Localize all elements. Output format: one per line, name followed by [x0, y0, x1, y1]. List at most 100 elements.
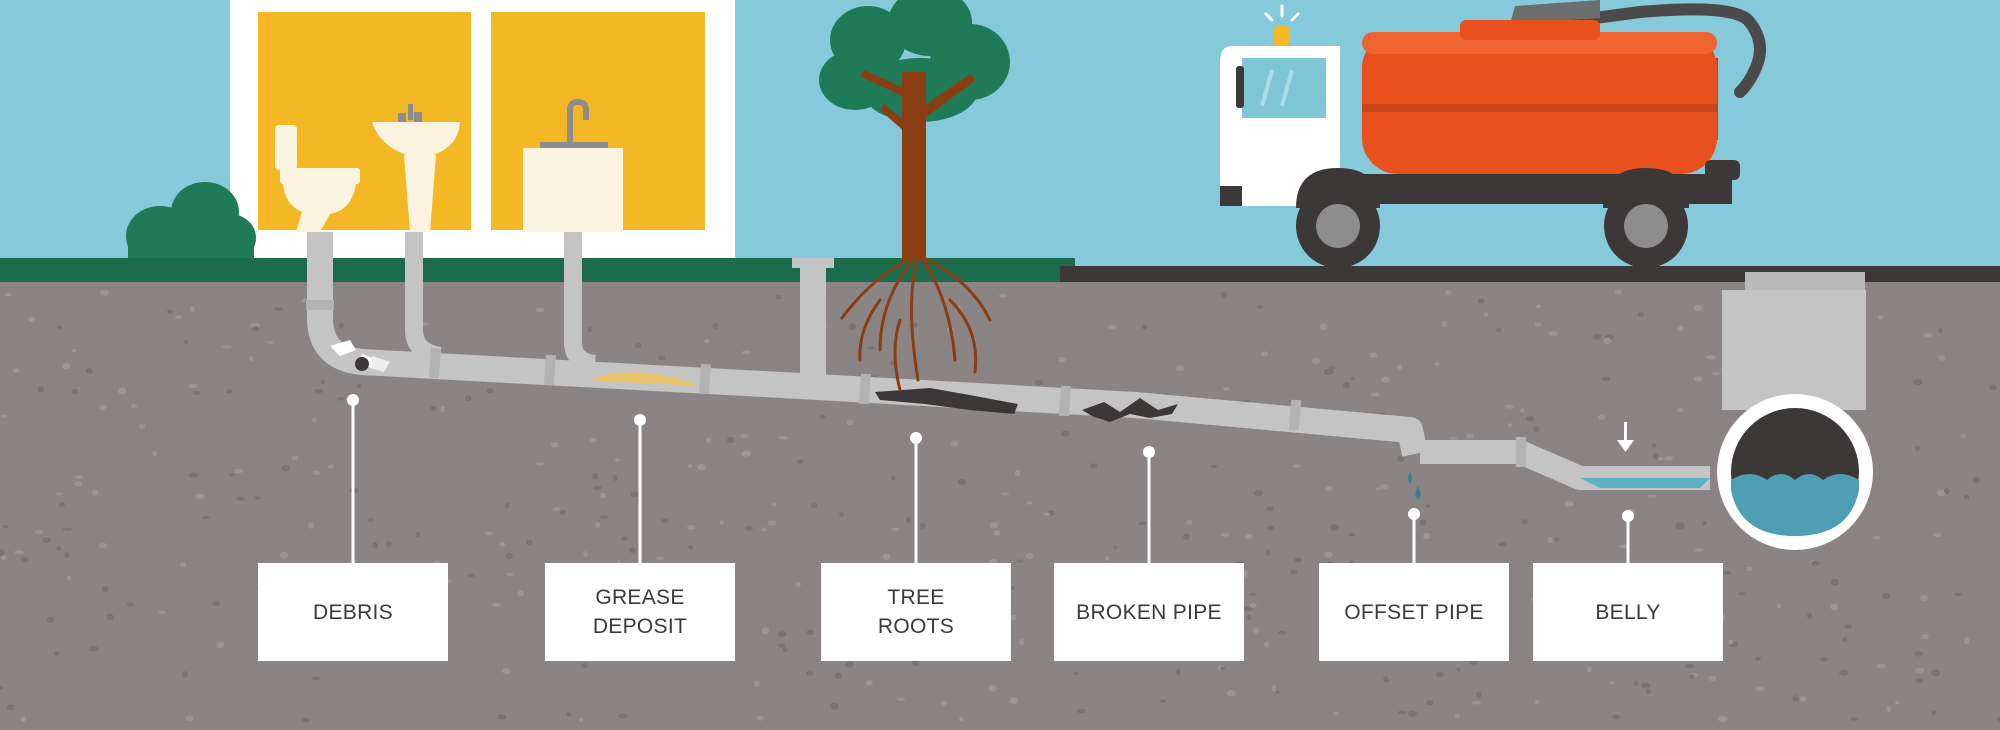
pebble: [188, 383, 198, 389]
pebble: [465, 395, 472, 402]
pebble: [600, 492, 606, 499]
pebble: [1800, 696, 1807, 702]
pebble: [1882, 592, 1891, 600]
pebble: [1973, 477, 1980, 484]
pebble: [1290, 569, 1298, 575]
pebble: [1694, 376, 1703, 382]
pebble: [1484, 312, 1489, 317]
pebble: [1278, 630, 1287, 635]
pebble: [882, 553, 891, 560]
pebble: [1015, 469, 1021, 477]
pebble: [184, 339, 189, 345]
pebble: [46, 616, 55, 623]
pebble: [810, 503, 818, 509]
pebble: [37, 385, 45, 393]
pebble: [1423, 532, 1431, 540]
pebble: [1498, 542, 1507, 547]
pebble: [1886, 705, 1891, 713]
pebble: [1249, 602, 1257, 608]
pebble: [618, 713, 629, 719]
pebble: [1247, 613, 1252, 621]
pebble: [1702, 521, 1707, 526]
pebble: [1634, 680, 1639, 687]
pebble: [1271, 685, 1276, 692]
pebble: [1221, 533, 1230, 537]
pebble: [1548, 330, 1558, 337]
pebble: [760, 527, 767, 532]
pebble: [1478, 298, 1485, 304]
pebble: [56, 546, 62, 551]
pebble: [919, 523, 926, 530]
pebble: [1641, 682, 1651, 689]
debris-blockage: [330, 340, 390, 372]
pebble: [1448, 436, 1458, 440]
pebble: [536, 462, 545, 466]
pebble: [1913, 378, 1923, 386]
pebble: [998, 294, 1008, 298]
pebble: [1, 414, 8, 419]
roots-in-pipe: [875, 388, 1018, 414]
pebble: [1933, 533, 1942, 538]
pebble: [1426, 700, 1434, 706]
pebble: [320, 379, 326, 384]
truck-wheel-front: [1296, 168, 1380, 268]
pebble: [99, 404, 107, 410]
pebble: [819, 415, 826, 419]
pebble: [1026, 501, 1033, 505]
pebble: [705, 437, 712, 444]
pebble: [62, 363, 71, 370]
pebble: [20, 716, 26, 722]
pipe-crack: [1082, 398, 1178, 422]
tree-icon: [819, 0, 1010, 392]
pebble: [753, 680, 760, 687]
pebble: [1533, 425, 1540, 433]
pebble: [1471, 700, 1481, 705]
pebble: [1350, 376, 1355, 380]
pebble: [1058, 356, 1066, 363]
pebble: [5, 292, 12, 297]
pebble: [846, 419, 854, 426]
pebble: [1653, 453, 1659, 460]
pebble: [552, 506, 561, 511]
pebble: [1872, 535, 1881, 540]
pebble: [1408, 710, 1417, 717]
pebble: [687, 525, 696, 530]
pebble: [222, 345, 233, 349]
pebble: [1931, 669, 1941, 677]
pebble: [1914, 650, 1923, 657]
truck-wheel-rear: [1603, 168, 1689, 268]
pebble: [130, 403, 137, 409]
pebble: [1504, 404, 1514, 409]
pebble: [496, 714, 507, 720]
pebble: [1647, 494, 1657, 499]
pebble: [1915, 677, 1924, 683]
pebble: [1328, 365, 1336, 370]
pebble: [6, 704, 16, 711]
pebble: [1294, 557, 1302, 563]
pebble: [1454, 713, 1460, 719]
pebble: [1, 525, 9, 529]
pebble: [226, 389, 233, 394]
pebble: [866, 346, 876, 350]
pebble: [1369, 352, 1378, 359]
pebble: [1938, 328, 1943, 333]
pebble: [98, 543, 108, 548]
pebble: [661, 518, 669, 523]
pebble: [587, 326, 593, 333]
pebble: [1434, 361, 1440, 366]
pebble: [1261, 351, 1269, 357]
pebble: [1267, 525, 1274, 531]
pebble: [1564, 500, 1574, 507]
pebble: [1319, 323, 1328, 331]
pebble: [1264, 641, 1269, 648]
pebble: [71, 348, 77, 353]
pebble: [1495, 327, 1502, 333]
pebble: [1612, 714, 1620, 720]
pebble: [1243, 605, 1253, 612]
pebble: [1465, 433, 1475, 439]
pebble: [312, 470, 321, 476]
pebble: [1651, 443, 1657, 448]
pebble: [1920, 594, 1928, 602]
pebble: [1379, 484, 1389, 490]
pebble: [1010, 614, 1017, 621]
